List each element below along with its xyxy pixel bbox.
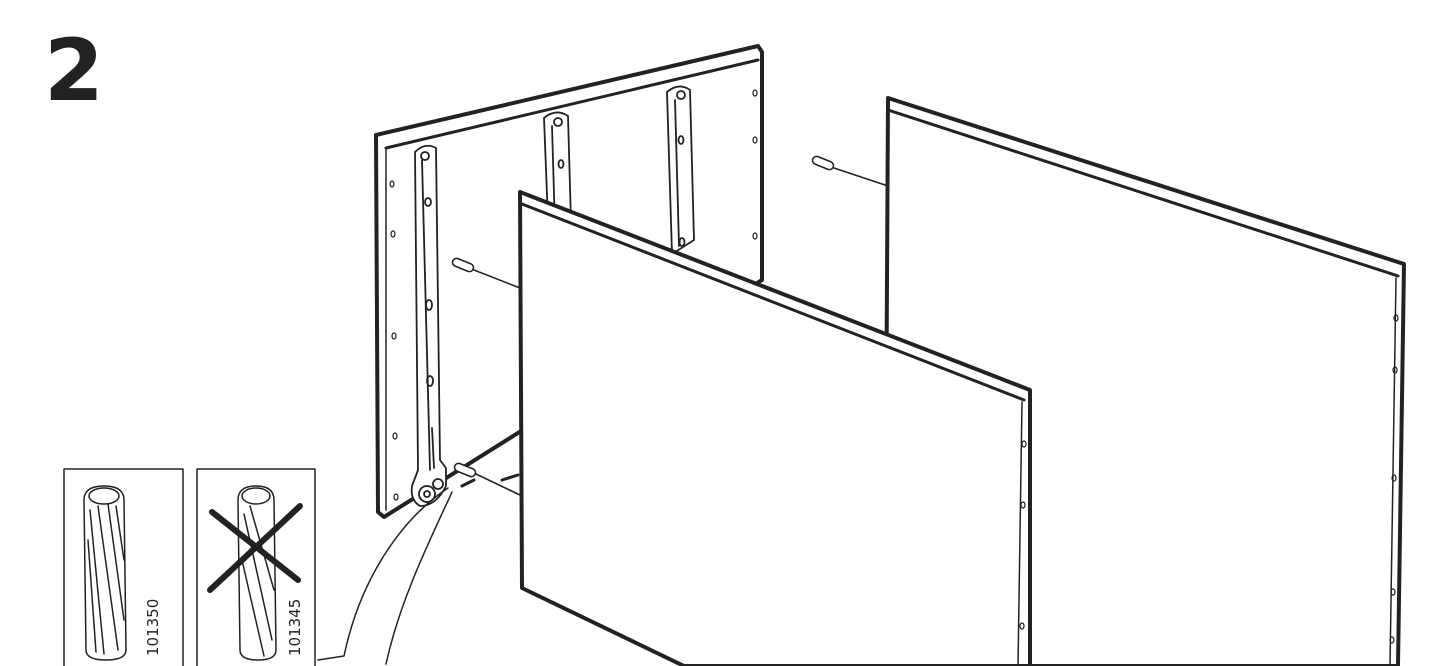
callout-lines bbox=[317, 487, 453, 665]
cross-icon bbox=[207, 503, 303, 593]
part-number-correct: 101350 bbox=[144, 599, 162, 656]
step-number: 2 bbox=[44, 21, 104, 121]
dowel-icon bbox=[453, 462, 523, 497]
dowel-icon bbox=[811, 155, 889, 187]
dowel-detail-correct bbox=[63, 468, 184, 666]
dowel-icon bbox=[451, 257, 521, 289]
front-panel bbox=[518, 190, 1032, 666]
drawer-runner-icon bbox=[666, 85, 695, 255]
dowel-icon bbox=[83, 485, 127, 661]
drawer-runner-icon bbox=[410, 144, 447, 507]
dowel-detail-incorrect bbox=[196, 468, 316, 666]
dowel-icon bbox=[237, 485, 277, 661]
part-number-incorrect: 101345 bbox=[286, 599, 304, 656]
